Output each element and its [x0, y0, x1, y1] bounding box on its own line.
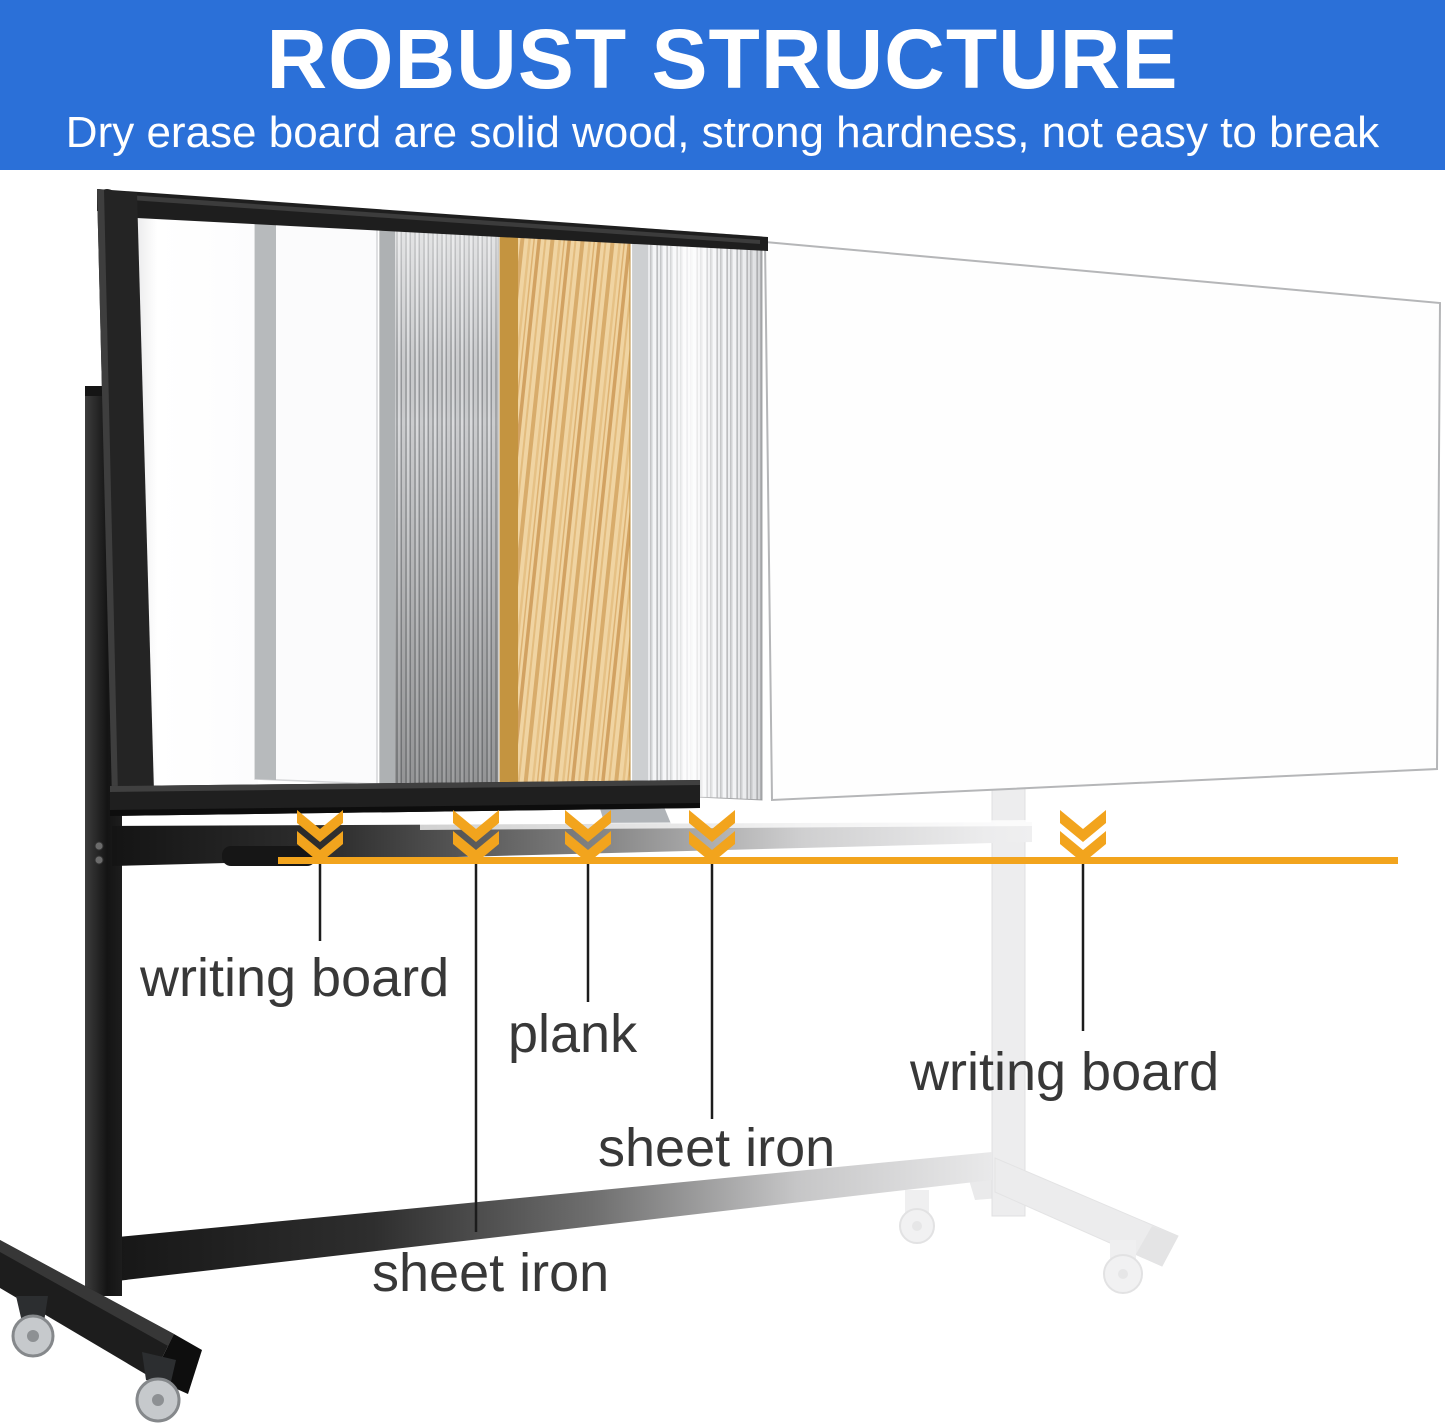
label-writing-board-left: writing board [140, 948, 450, 1008]
arrow-down-writing-board-back [1060, 810, 1106, 863]
layer-sheet-iron-2 [632, 227, 763, 801]
layer-plank [499, 224, 631, 799]
frame-top-rail-highlight [100, 193, 760, 244]
banner-title: ROBUST STRUCTURE [266, 12, 1179, 106]
layer-sheet-iron-1 [379, 221, 499, 793]
header-banner: ROBUST STRUCTURE Dry erase board are sol… [0, 0, 1445, 170]
caster-left [11, 1296, 55, 1358]
frame-bottom-rail-lip [110, 780, 700, 792]
ghost-caster-left [899, 1190, 935, 1244]
label-sheet-iron-middle: sheet iron [598, 1118, 836, 1178]
layer-edge [500, 225, 518, 792]
front-board-surface [132, 208, 258, 794]
orange-reference-line [278, 857, 1398, 864]
ghost-foot-end-cap [1136, 1226, 1178, 1266]
layer-writing-board-front [254, 218, 378, 785]
layer-edge [255, 219, 276, 780]
caster-right [135, 1352, 181, 1423]
front-board-frame [97, 189, 768, 816]
pole-screw-bottom [94, 855, 104, 865]
banner-subtitle: Dry erase board are solid wood, strong h… [65, 108, 1380, 157]
layer-edge [380, 222, 395, 788]
layer-writing-board-back [763, 240, 1442, 802]
label-plank: plank [508, 1004, 638, 1064]
frame-left-rail-highlight [97, 189, 118, 798]
ghost-stand [899, 771, 1179, 1294]
label-writing-board-right: writing board [910, 1042, 1220, 1102]
ghost-stand-pole [991, 771, 1026, 1217]
frame-bottom-rail-shadow [110, 803, 700, 816]
lower-crossbar [108, 1152, 992, 1282]
layer-edge [633, 228, 648, 796]
label-sheet-iron-bottom: sheet iron [372, 1243, 610, 1303]
stand-foot-highlight [0, 1240, 174, 1346]
ghost-caster-right [1103, 1240, 1143, 1294]
pole-screw-top [94, 841, 104, 851]
